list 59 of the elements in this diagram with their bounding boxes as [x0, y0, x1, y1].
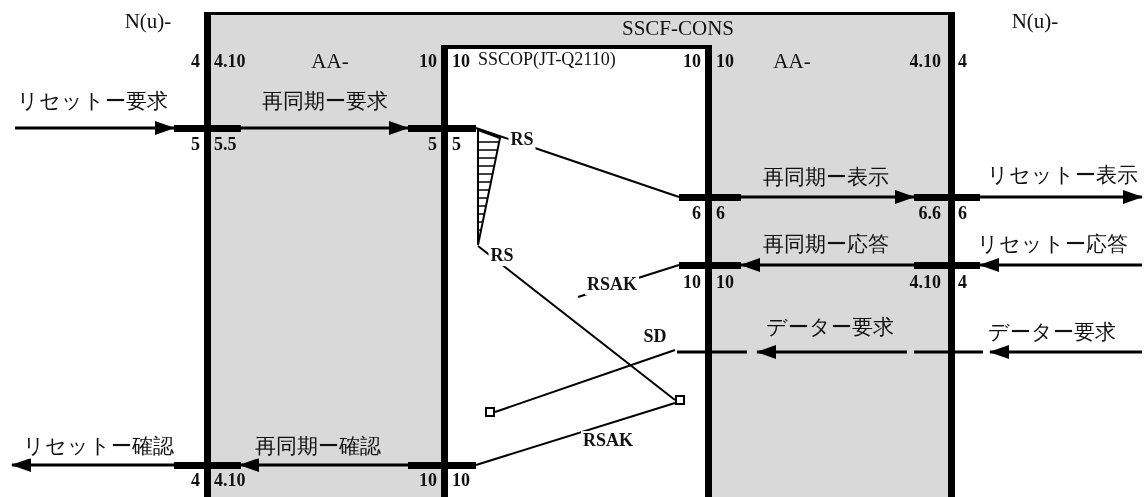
- arrow: [741, 190, 915, 204]
- arrow: [740, 258, 914, 272]
- layer-number: 5: [452, 135, 461, 155]
- layer-label: AA-: [311, 50, 349, 74]
- layer-number: 6: [958, 204, 967, 224]
- layer-label: データー要求: [988, 321, 1116, 345]
- edge-label: RS: [508, 130, 536, 150]
- edge-label: RSAK: [585, 275, 639, 295]
- layer-label: データー要求: [764, 316, 896, 340]
- edge-label: 再同期ー応答: [761, 233, 891, 257]
- layer-number: 4: [958, 52, 967, 72]
- edge-label: RS: [488, 246, 516, 266]
- layer-number: 10: [452, 52, 470, 72]
- primitive-bar: [914, 262, 980, 269]
- edge-label: 再同期ー表示: [761, 166, 891, 190]
- primitive-bar: [174, 125, 241, 132]
- sublayer-box: [441, 45, 712, 497]
- protocol-layer-band: [204, 12, 955, 497]
- arrow: [15, 121, 175, 135]
- layer-number: 4.10: [214, 471, 246, 491]
- layer-label: AA-: [773, 50, 811, 74]
- layer-number: 4.10: [909, 52, 941, 72]
- layer-number: 4: [191, 471, 200, 491]
- primitive-bar: [914, 194, 980, 201]
- layer-number: 5.5: [214, 135, 237, 155]
- layer-number: 4.10: [214, 52, 246, 72]
- layer-title: SSCOP(JT-Q2110): [478, 50, 616, 70]
- message-line: [477, 245, 676, 401]
- layer-number: 10: [683, 273, 701, 293]
- layer-number: 6.6: [918, 204, 941, 224]
- layer-number: 5: [191, 135, 200, 155]
- layer-number: 10: [716, 273, 734, 293]
- arrow: [240, 121, 409, 135]
- arrow: [239, 458, 408, 472]
- layer-number: 5: [428, 135, 437, 155]
- edge-label: 再同期ー要求: [260, 90, 390, 114]
- message-line: [494, 349, 676, 413]
- timer-triangle: [476, 128, 503, 248]
- edge-label: 再同期ー確認: [253, 435, 383, 459]
- primitive-bar: [174, 462, 241, 469]
- message-line: [475, 402, 676, 466]
- arrow: [979, 258, 1142, 272]
- layer-number: 4.10: [909, 273, 941, 293]
- layer-number: 10: [419, 471, 437, 491]
- marker-square: [485, 407, 495, 417]
- layer-number: 10: [419, 52, 437, 72]
- layer-number: 6: [692, 204, 701, 224]
- layer-number: 6: [716, 204, 725, 224]
- layer-number: 10: [452, 471, 470, 491]
- arrow: [980, 190, 1143, 204]
- marker-square: [675, 395, 685, 405]
- layer-number: 10: [716, 52, 734, 72]
- layer-label: N(u)-: [124, 10, 172, 34]
- layer-number: 10: [683, 52, 701, 72]
- layer-title: SSCF-CONS: [620, 17, 736, 41]
- arrow: [11, 458, 174, 472]
- layer-number: 4: [191, 52, 200, 72]
- layer-number: 4: [958, 273, 967, 293]
- layer-label: N(u)-: [1011, 10, 1059, 34]
